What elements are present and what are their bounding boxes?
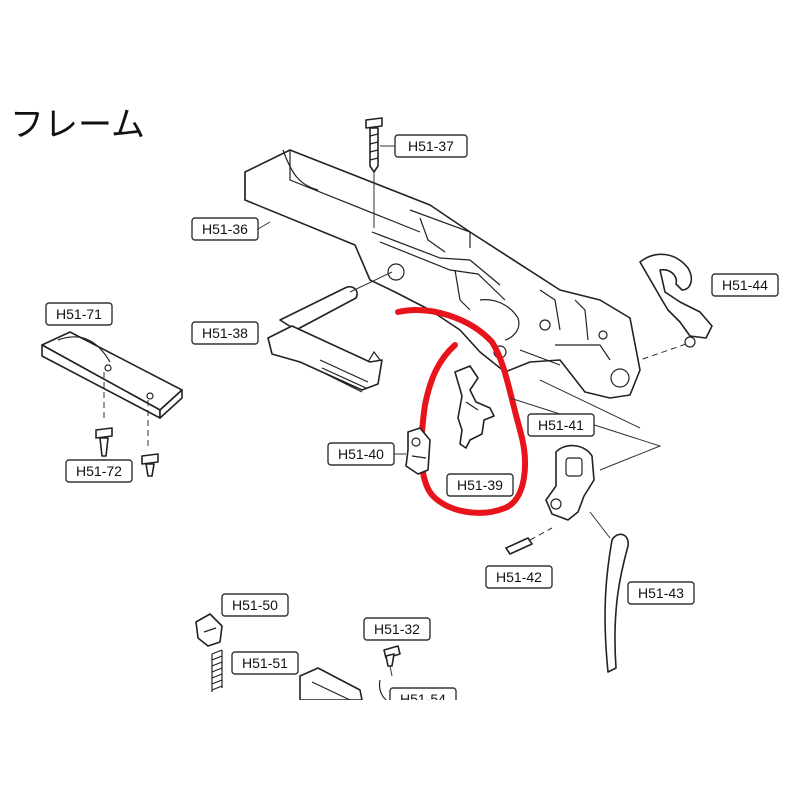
label-h51-36: H51-36 — [191, 217, 271, 241]
label-h51-32: H51-32 — [363, 617, 431, 641]
part-bottom-grip[interactable] — [299, 667, 387, 701]
diagram-title: フレーム — [10, 105, 145, 145]
svg-text:H51-50: H51-50 — [232, 597, 278, 613]
label-h51-50: H51-50 — [221, 593, 289, 617]
part-h51-39[interactable] — [454, 365, 495, 449]
svg-text:H51-44: H51-44 — [722, 277, 768, 293]
svg-text:H51-43: H51-43 — [638, 585, 684, 601]
label-h51-41: H51-41 — [527, 413, 595, 437]
svg-text:H51-36: H51-36 — [202, 221, 248, 237]
svg-text:H51-71: H51-71 — [56, 306, 102, 322]
svg-text:H51-51: H51-51 — [242, 655, 288, 671]
part-h51-71[interactable] — [41, 331, 183, 446]
label-h51-44: H51-44 — [711, 273, 779, 297]
part-h51-38[interactable] — [267, 271, 393, 393]
part-h51-40[interactable] — [405, 427, 431, 475]
part-h51-51[interactable] — [211, 649, 223, 692]
frame-part[interactable] — [244, 149, 641, 399]
part-h51-41[interactable] — [509, 379, 662, 521]
svg-text:H51-37: H51-37 — [408, 138, 454, 154]
part-h51-32[interactable] — [383, 645, 401, 677]
bottom-blank-area — [0, 700, 800, 800]
label-h51-51: H51-51 — [231, 651, 299, 675]
svg-text:H51-38: H51-38 — [202, 325, 248, 341]
part-h51-43[interactable] — [589, 511, 629, 673]
svg-text:H51-41: H51-41 — [538, 417, 584, 433]
label-h51-72: H51-72 — [65, 459, 133, 483]
label-h51-42: H51-42 — [485, 565, 553, 589]
label-h51-37: H51-37 — [380, 134, 468, 158]
svg-text:H51-42: H51-42 — [496, 569, 542, 585]
label-h51-39: H51-39 — [446, 473, 514, 497]
part-h51-72[interactable] — [95, 427, 159, 477]
svg-text:H51-72: H51-72 — [76, 463, 122, 479]
screw-part[interactable] — [365, 117, 383, 228]
label-h51-71: H51-71 — [45, 302, 113, 326]
part-h51-50[interactable] — [195, 613, 223, 647]
svg-text:H51-32: H51-32 — [374, 621, 420, 637]
label-h51-40: H51-40 — [327, 442, 406, 466]
label-h51-43: H51-43 — [627, 581, 695, 605]
svg-text:H51-39: H51-39 — [457, 477, 503, 493]
svg-text:H51-40: H51-40 — [338, 446, 384, 462]
part-h51-44[interactable] — [639, 253, 713, 361]
highlight-circle — [395, 307, 528, 516]
label-h51-38: H51-38 — [191, 321, 259, 345]
part-h51-42[interactable] — [505, 527, 553, 555]
